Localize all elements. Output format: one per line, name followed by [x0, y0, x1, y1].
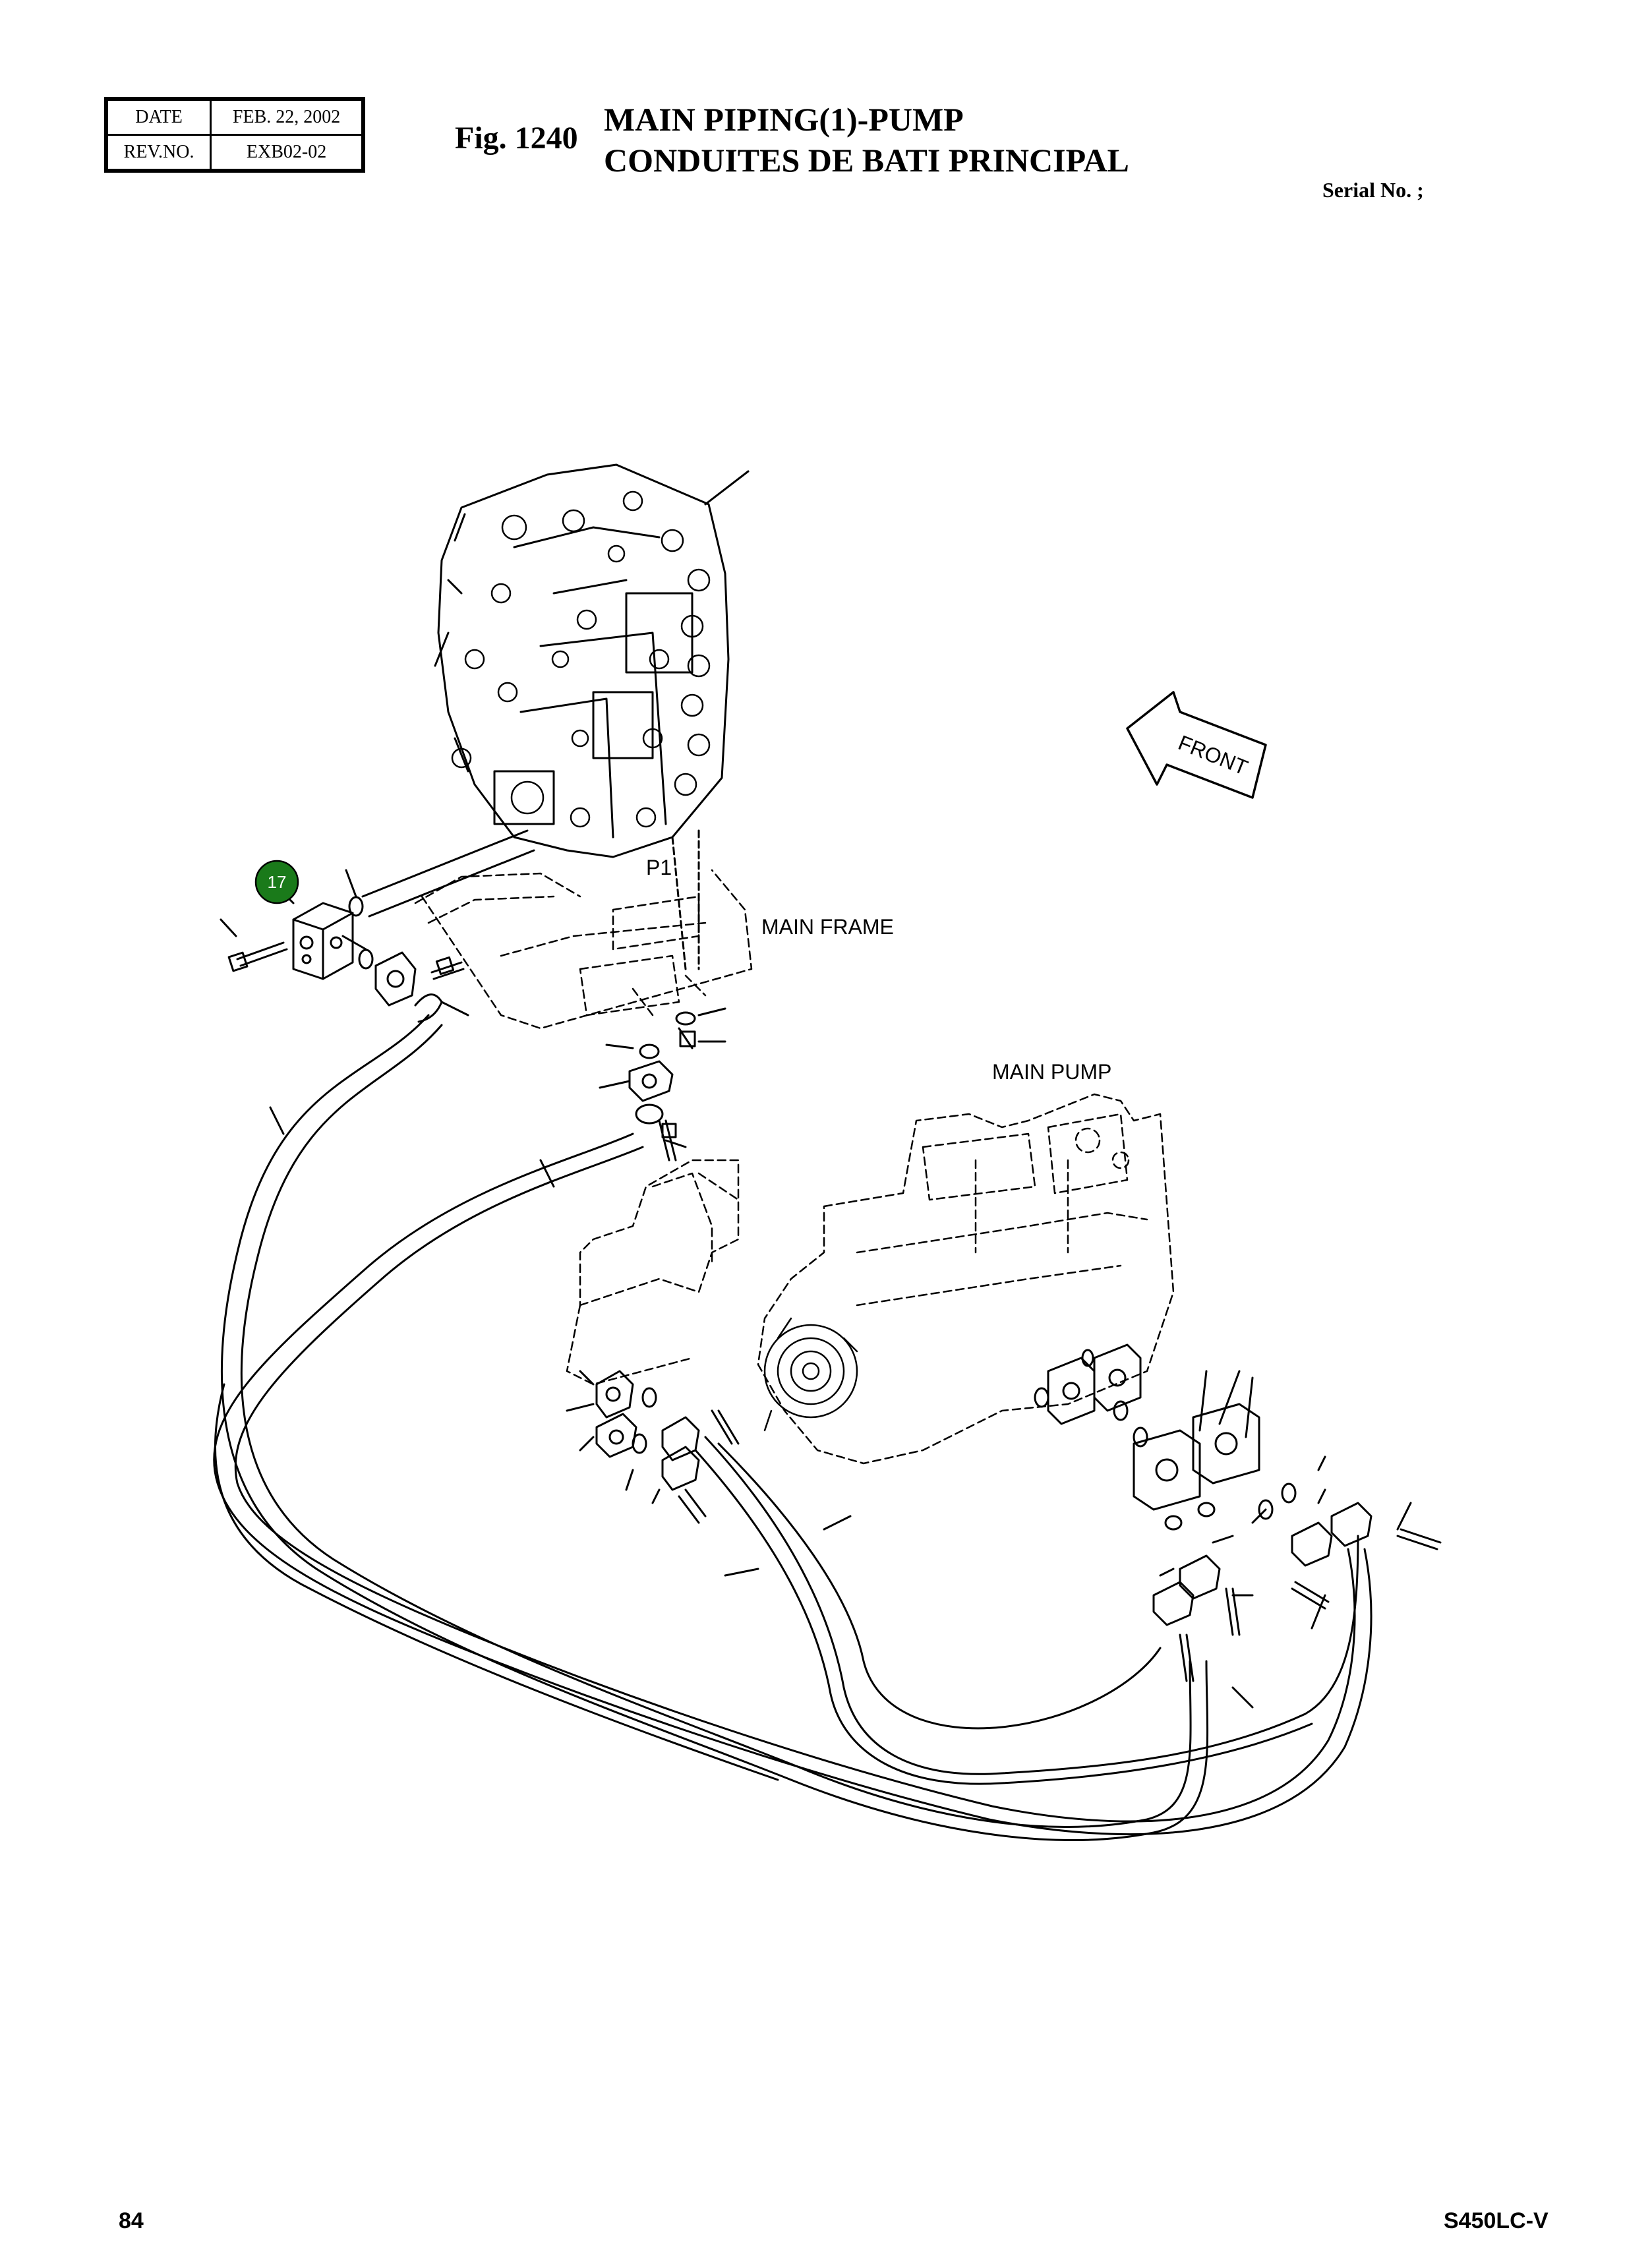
label-main-pump: MAIN PUMP	[992, 1060, 1111, 1084]
figure-number: Fig. 1240	[455, 121, 578, 156]
right-pump-fittings	[1034, 1343, 1442, 1682]
rev-row: REV.NO. EXB02-02	[105, 134, 365, 172]
left-pump-fittings	[566, 1370, 740, 1524]
serial-number: Serial No. ;	[1322, 178, 1424, 202]
revision-table: DATE FEB. 22, 2002 REV.NO. EXB02-02	[104, 97, 365, 173]
page-number: 84	[119, 2208, 144, 2233]
hoses	[213, 1014, 1412, 1841]
model-number: S450LC-V	[1444, 2208, 1549, 2233]
date-row: DATE FEB. 22, 2002	[105, 98, 365, 136]
pump-bracket-drawing	[566, 1159, 740, 1386]
split-flange-upper	[374, 951, 465, 1007]
title-english: MAIN PIPING(1)-PUMP	[604, 101, 964, 138]
callout-17-number: 17	[268, 872, 287, 892]
label-main-frame: MAIN FRAME	[761, 915, 894, 939]
pump-front-detail	[763, 1317, 858, 1432]
rev-value: EXB02-02	[210, 134, 365, 172]
date-label: DATE	[105, 98, 212, 136]
main-frame-drawing	[414, 869, 753, 1030]
p1-flange-cluster	[599, 1007, 726, 1162]
title-french: CONDUITES DE BATI PRINCIPAL	[604, 142, 1129, 179]
control-valve-drawing	[434, 463, 750, 858]
main-pump-drawing	[757, 1093, 1175, 1465]
callout-17[interactable]: 17	[254, 860, 299, 904]
o-rings-upper	[341, 869, 374, 970]
bolt-left	[220, 918, 288, 972]
front-arrow[interactable]	[1126, 691, 1267, 799]
label-p1: P1	[646, 856, 672, 879]
date-value: FEB. 22, 2002	[210, 98, 365, 136]
hose-elbow-upper	[414, 993, 469, 1023]
rev-label: REV.NO.	[105, 134, 212, 172]
